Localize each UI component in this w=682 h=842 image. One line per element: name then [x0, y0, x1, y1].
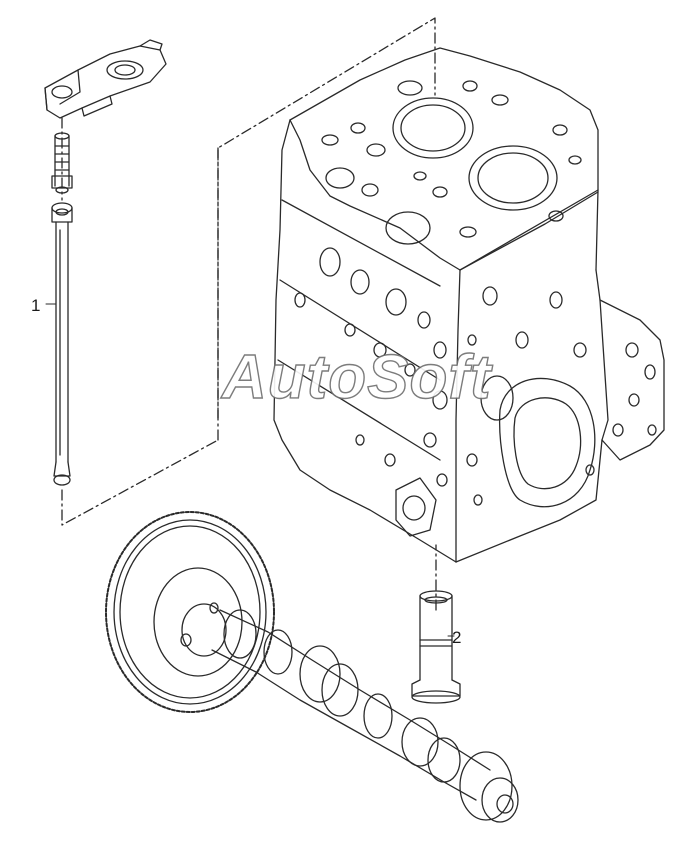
pushrod-icon	[51, 202, 73, 486]
tappet-icon	[411, 590, 461, 704]
assembly-dashed-lines	[61, 17, 437, 611]
autosoft-watermark: AutoSoft	[221, 342, 492, 412]
camshaft-icon	[211, 609, 519, 823]
leader-lines	[45, 303, 455, 637]
callout-label-pushrod: 1	[31, 296, 41, 315]
rocker-arm-icon	[44, 39, 167, 119]
callout-label-tappet: 2	[452, 628, 462, 647]
adjuster-screw-icon	[51, 132, 73, 194]
camshaft-gear-icon	[105, 511, 275, 713]
cylinder-block-icon	[273, 47, 665, 563]
